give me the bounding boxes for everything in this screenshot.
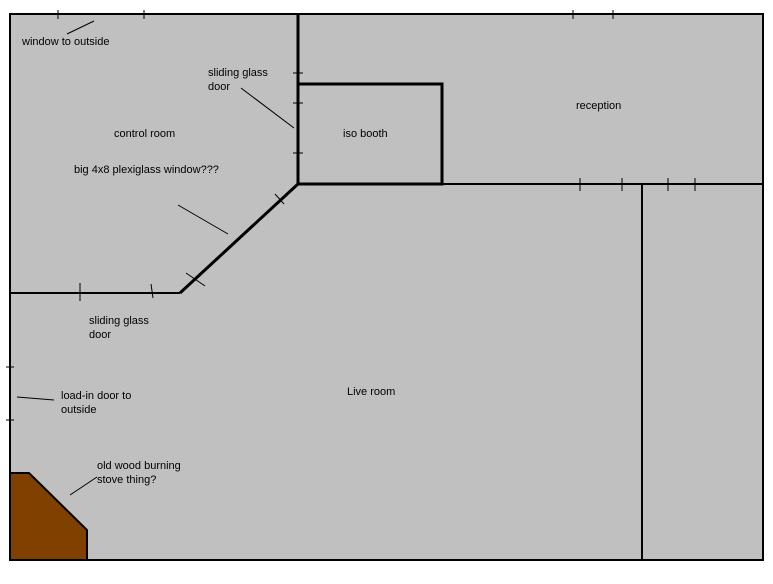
- plexiglass-marker: [274, 193, 285, 205]
- reception-label: reception: [576, 100, 622, 112]
- stove-leader: [69, 476, 98, 496]
- floor-area: [10, 14, 763, 560]
- sliding-door-marker: [150, 283, 154, 299]
- opening-markers: [6, 10, 696, 421]
- sliding-glass-door-label-left: sliding glass door: [89, 315, 149, 341]
- leader-lines: [16, 20, 295, 496]
- control-room-label: control room: [114, 128, 176, 140]
- window-leader: [66, 20, 95, 35]
- load-in-leader: [16, 396, 55, 401]
- wood-stove-label: old wood burning stove thing?: [97, 460, 181, 486]
- window-label: window to outside: [22, 36, 110, 48]
- iso-booth-label: iso booth: [343, 128, 388, 140]
- iso-booth-walls: [296, 82, 444, 186]
- plexiglass-marker: [185, 272, 206, 287]
- control-room-diagonal-wall: [178, 182, 300, 295]
- sliding-door-leader: [240, 87, 295, 129]
- interior-walls: [10, 14, 763, 560]
- load-in-door-label: load-in door to outside: [61, 390, 132, 416]
- live-room-label: Live room: [347, 386, 396, 398]
- plexiglass-leader: [177, 204, 229, 235]
- sliding-glass-door-label-top: sliding glass door: [208, 67, 268, 93]
- plexiglass-window-label: big 4x8 plexiglass window???: [74, 164, 219, 176]
- outer-wall: [9, 13, 764, 561]
